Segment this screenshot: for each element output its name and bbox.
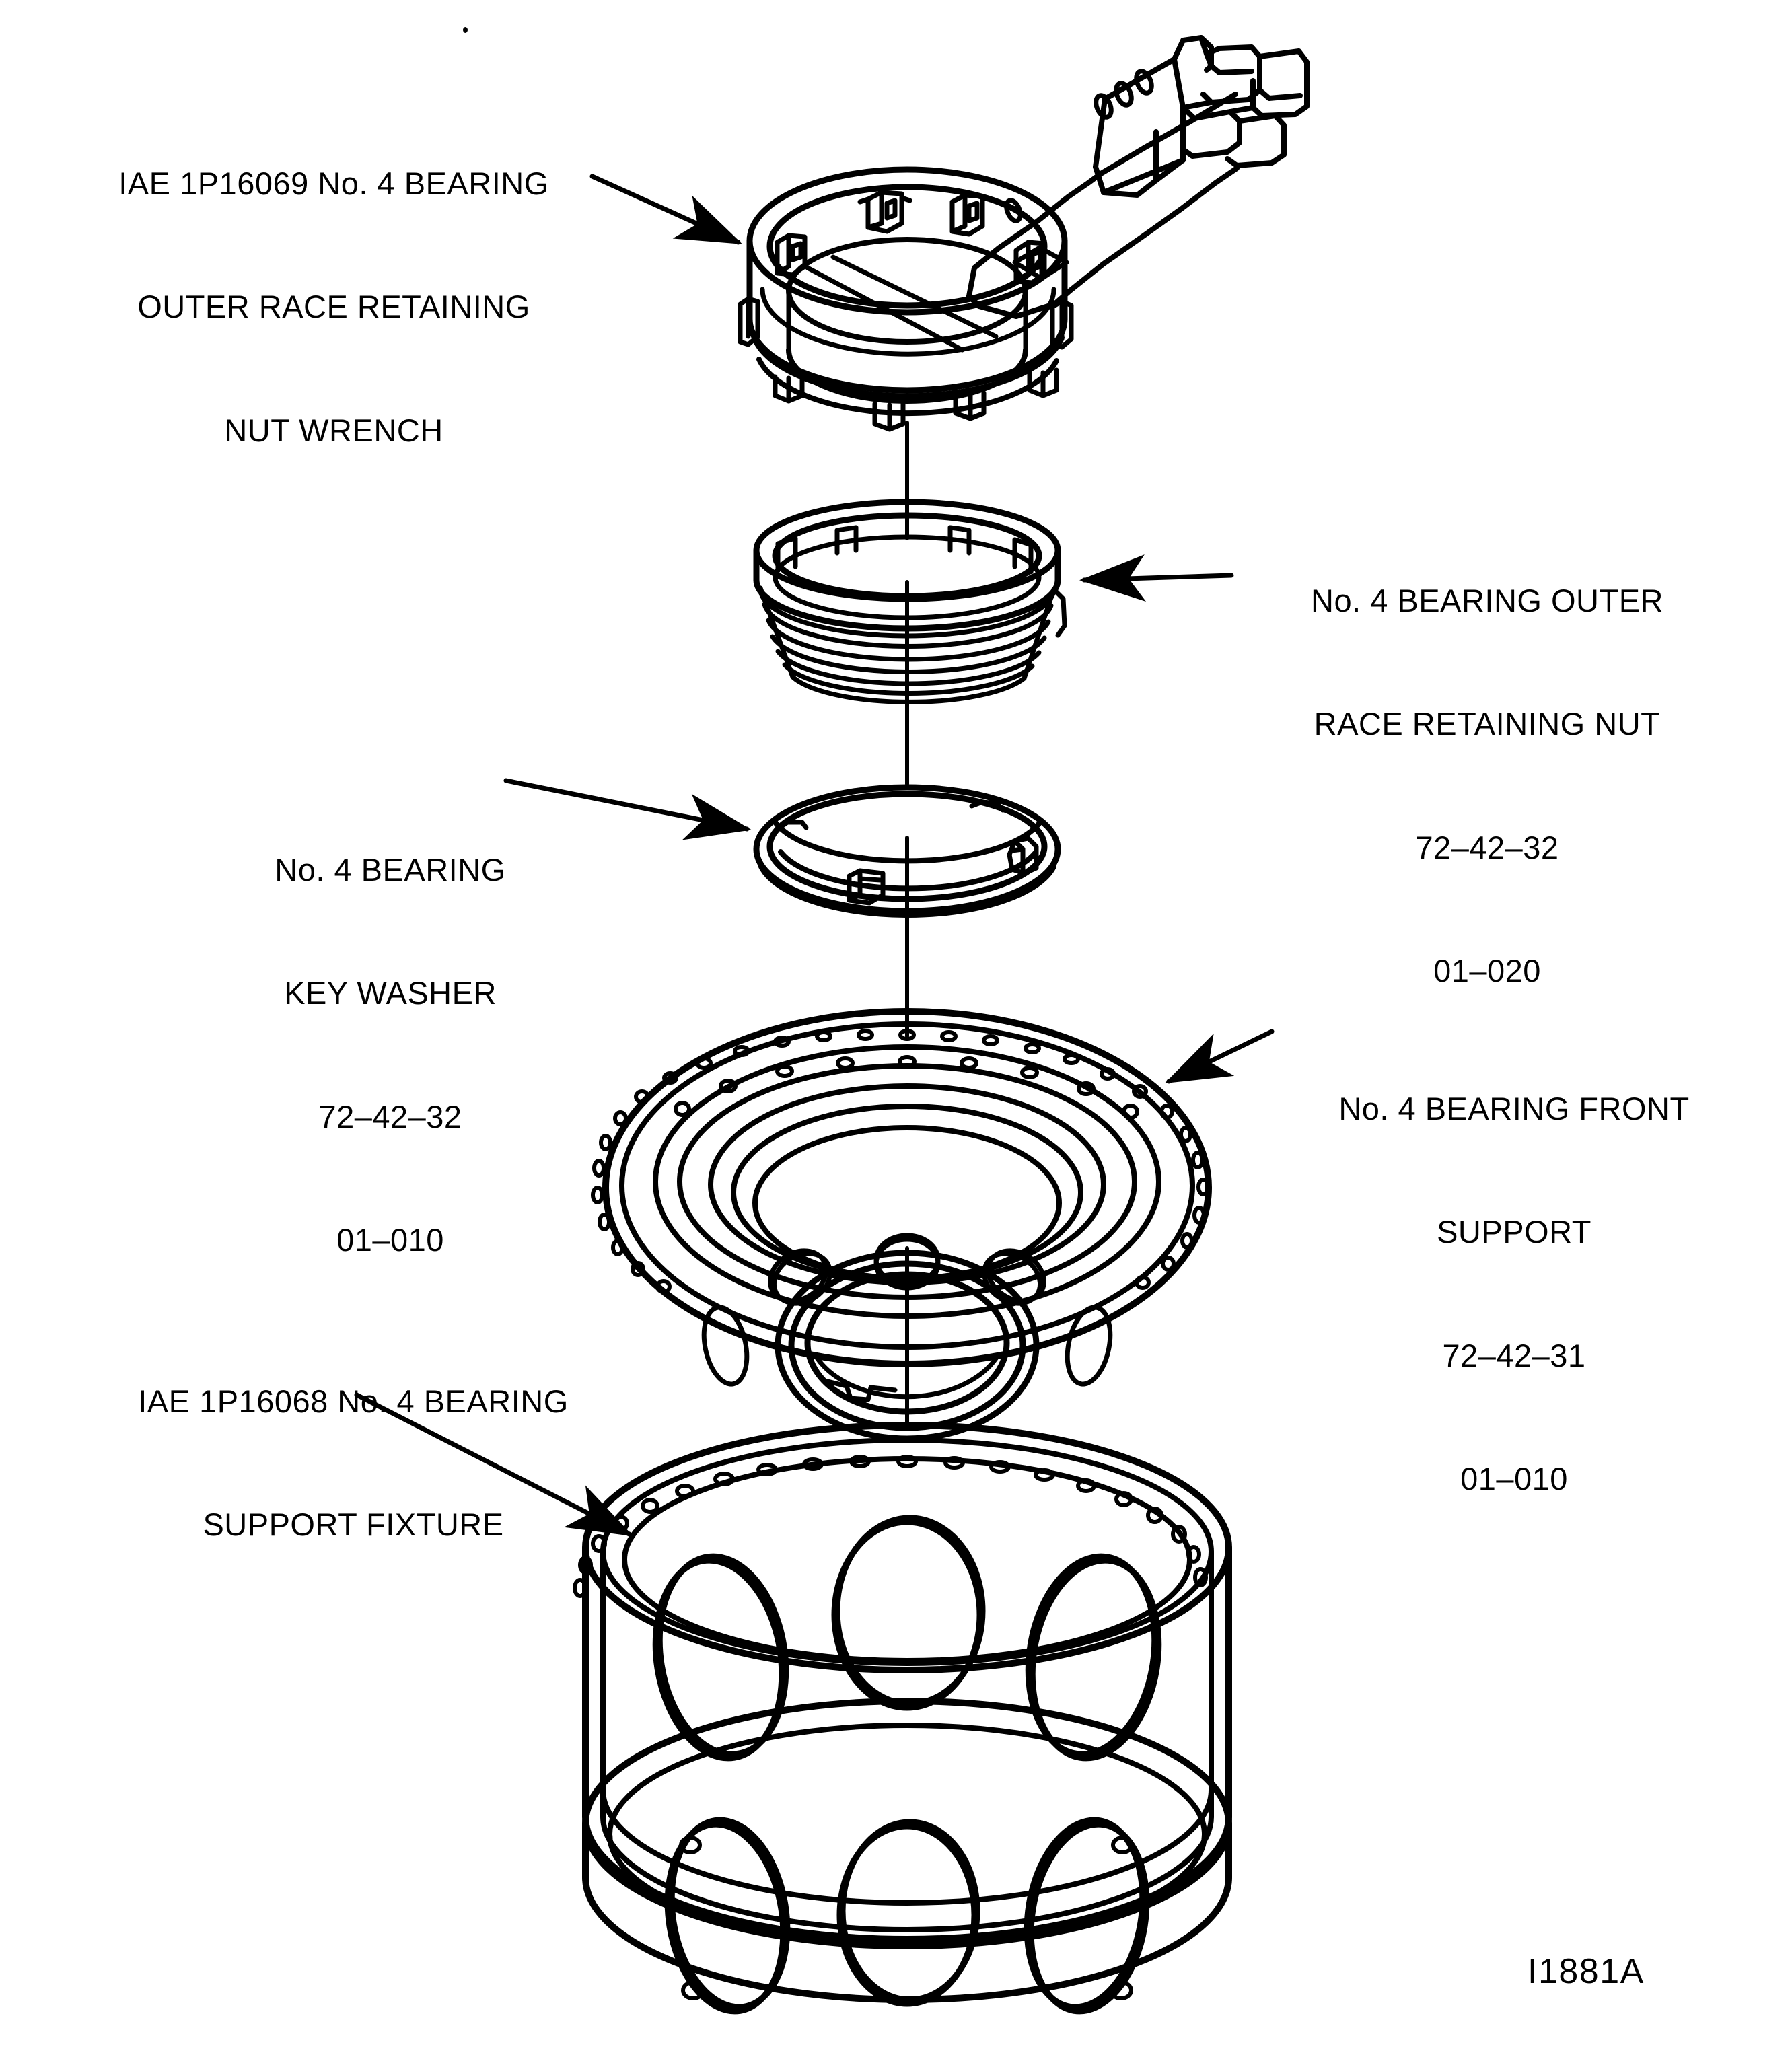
callout-line: NUT WRENCH: [224, 412, 443, 448]
callout-bearing-key-washer: No. 4 BEARING KEY WASHER 72‒42‒32 01‒010: [188, 767, 592, 1342]
callout-line: No. 4 BEARING FRONT: [1338, 1091, 1690, 1127]
callout-retaining-nut-wrench: IAE 1P16069 No. 4 BEARING OUTER RACE RET…: [65, 81, 603, 533]
figure-id-label: I1881A: [1528, 1952, 1645, 1991]
callout-line: No. 4 BEARING: [275, 852, 506, 888]
wrench-handle-head-block: [1093, 35, 1310, 198]
wrench-bottom-tabs: [773, 367, 1059, 432]
leader-washer: [503, 778, 752, 840]
nut-threads: [758, 585, 1056, 704]
callout-item-number: 01‒010: [336, 1222, 444, 1258]
callout-part-number: 72‒42‒31: [1442, 1337, 1586, 1373]
callout-bearing-support-fixture: IAE 1P16068 No. 4 BEARING SUPPORT FIXTUR…: [87, 1299, 619, 1628]
callout-item-number: 01‒010: [1460, 1461, 1568, 1497]
wrench-handle-arm: [966, 92, 1240, 319]
component-bearing-key-washer: [753, 784, 1061, 918]
callout-part-number: 72‒42‒32: [1415, 829, 1559, 865]
leader-fixture: [354, 1392, 634, 1537]
wrench-handle-block-holes: [1094, 69, 1154, 120]
callout-line: RACE RETAINING NUT: [1314, 706, 1661, 742]
support-outer-bolt-holes: [591, 1029, 1210, 1294]
callout-outer-race-retaining-nut: No. 4 BEARING OUTER RACE RETAINING NUT 7…: [1238, 498, 1736, 1073]
component-outer-race-retaining-nut: [753, 499, 1067, 704]
wrench-arm-hole: [1004, 198, 1023, 223]
callout-line: OUTER RACE RETAINING: [137, 289, 530, 325]
callout-part-number: 72‒42‒32: [318, 1098, 462, 1134]
component-bearing-support-fixture: [573, 1422, 1232, 2015]
callout-item-number: 01‒020: [1433, 953, 1541, 989]
callout-bearing-front-support: No. 4 BEARING FRONT SUPPORT 72‒42‒31 01‒…: [1279, 1006, 1750, 1581]
fixture-upper-windows: [652, 1515, 1162, 1762]
support-inner-bolt-holes: [674, 1055, 1139, 1120]
leader-lines: [354, 174, 1275, 1537]
leader-support: [1164, 1029, 1275, 1084]
callout-line: SUPPORT: [1437, 1214, 1591, 1250]
page-speck: [463, 27, 468, 33]
fixture-rim-bolt-holes: [573, 1455, 1208, 1598]
key-washer-tabs: [775, 799, 1039, 906]
component-retaining-nut-wrench: [738, 35, 1310, 432]
wrench-drive-lugs: [738, 190, 1074, 350]
callout-line: SUPPORT FIXTURE: [203, 1507, 504, 1543]
callout-line: IAE 1P16068 No. 4 BEARING: [138, 1383, 569, 1420]
callout-line: IAE 1P16069 No. 4 BEARING: [118, 166, 549, 202]
nut-castellations: [775, 525, 1034, 575]
leader-wrench: [589, 174, 743, 245]
leader-nut: [1079, 554, 1234, 602]
callout-line: No. 4 BEARING OUTER: [1311, 583, 1663, 619]
callout-line: KEY WASHER: [284, 975, 497, 1011]
fixture-lower-windows: [664, 1817, 1150, 2015]
component-bearing-front-support: [591, 1008, 1212, 1442]
